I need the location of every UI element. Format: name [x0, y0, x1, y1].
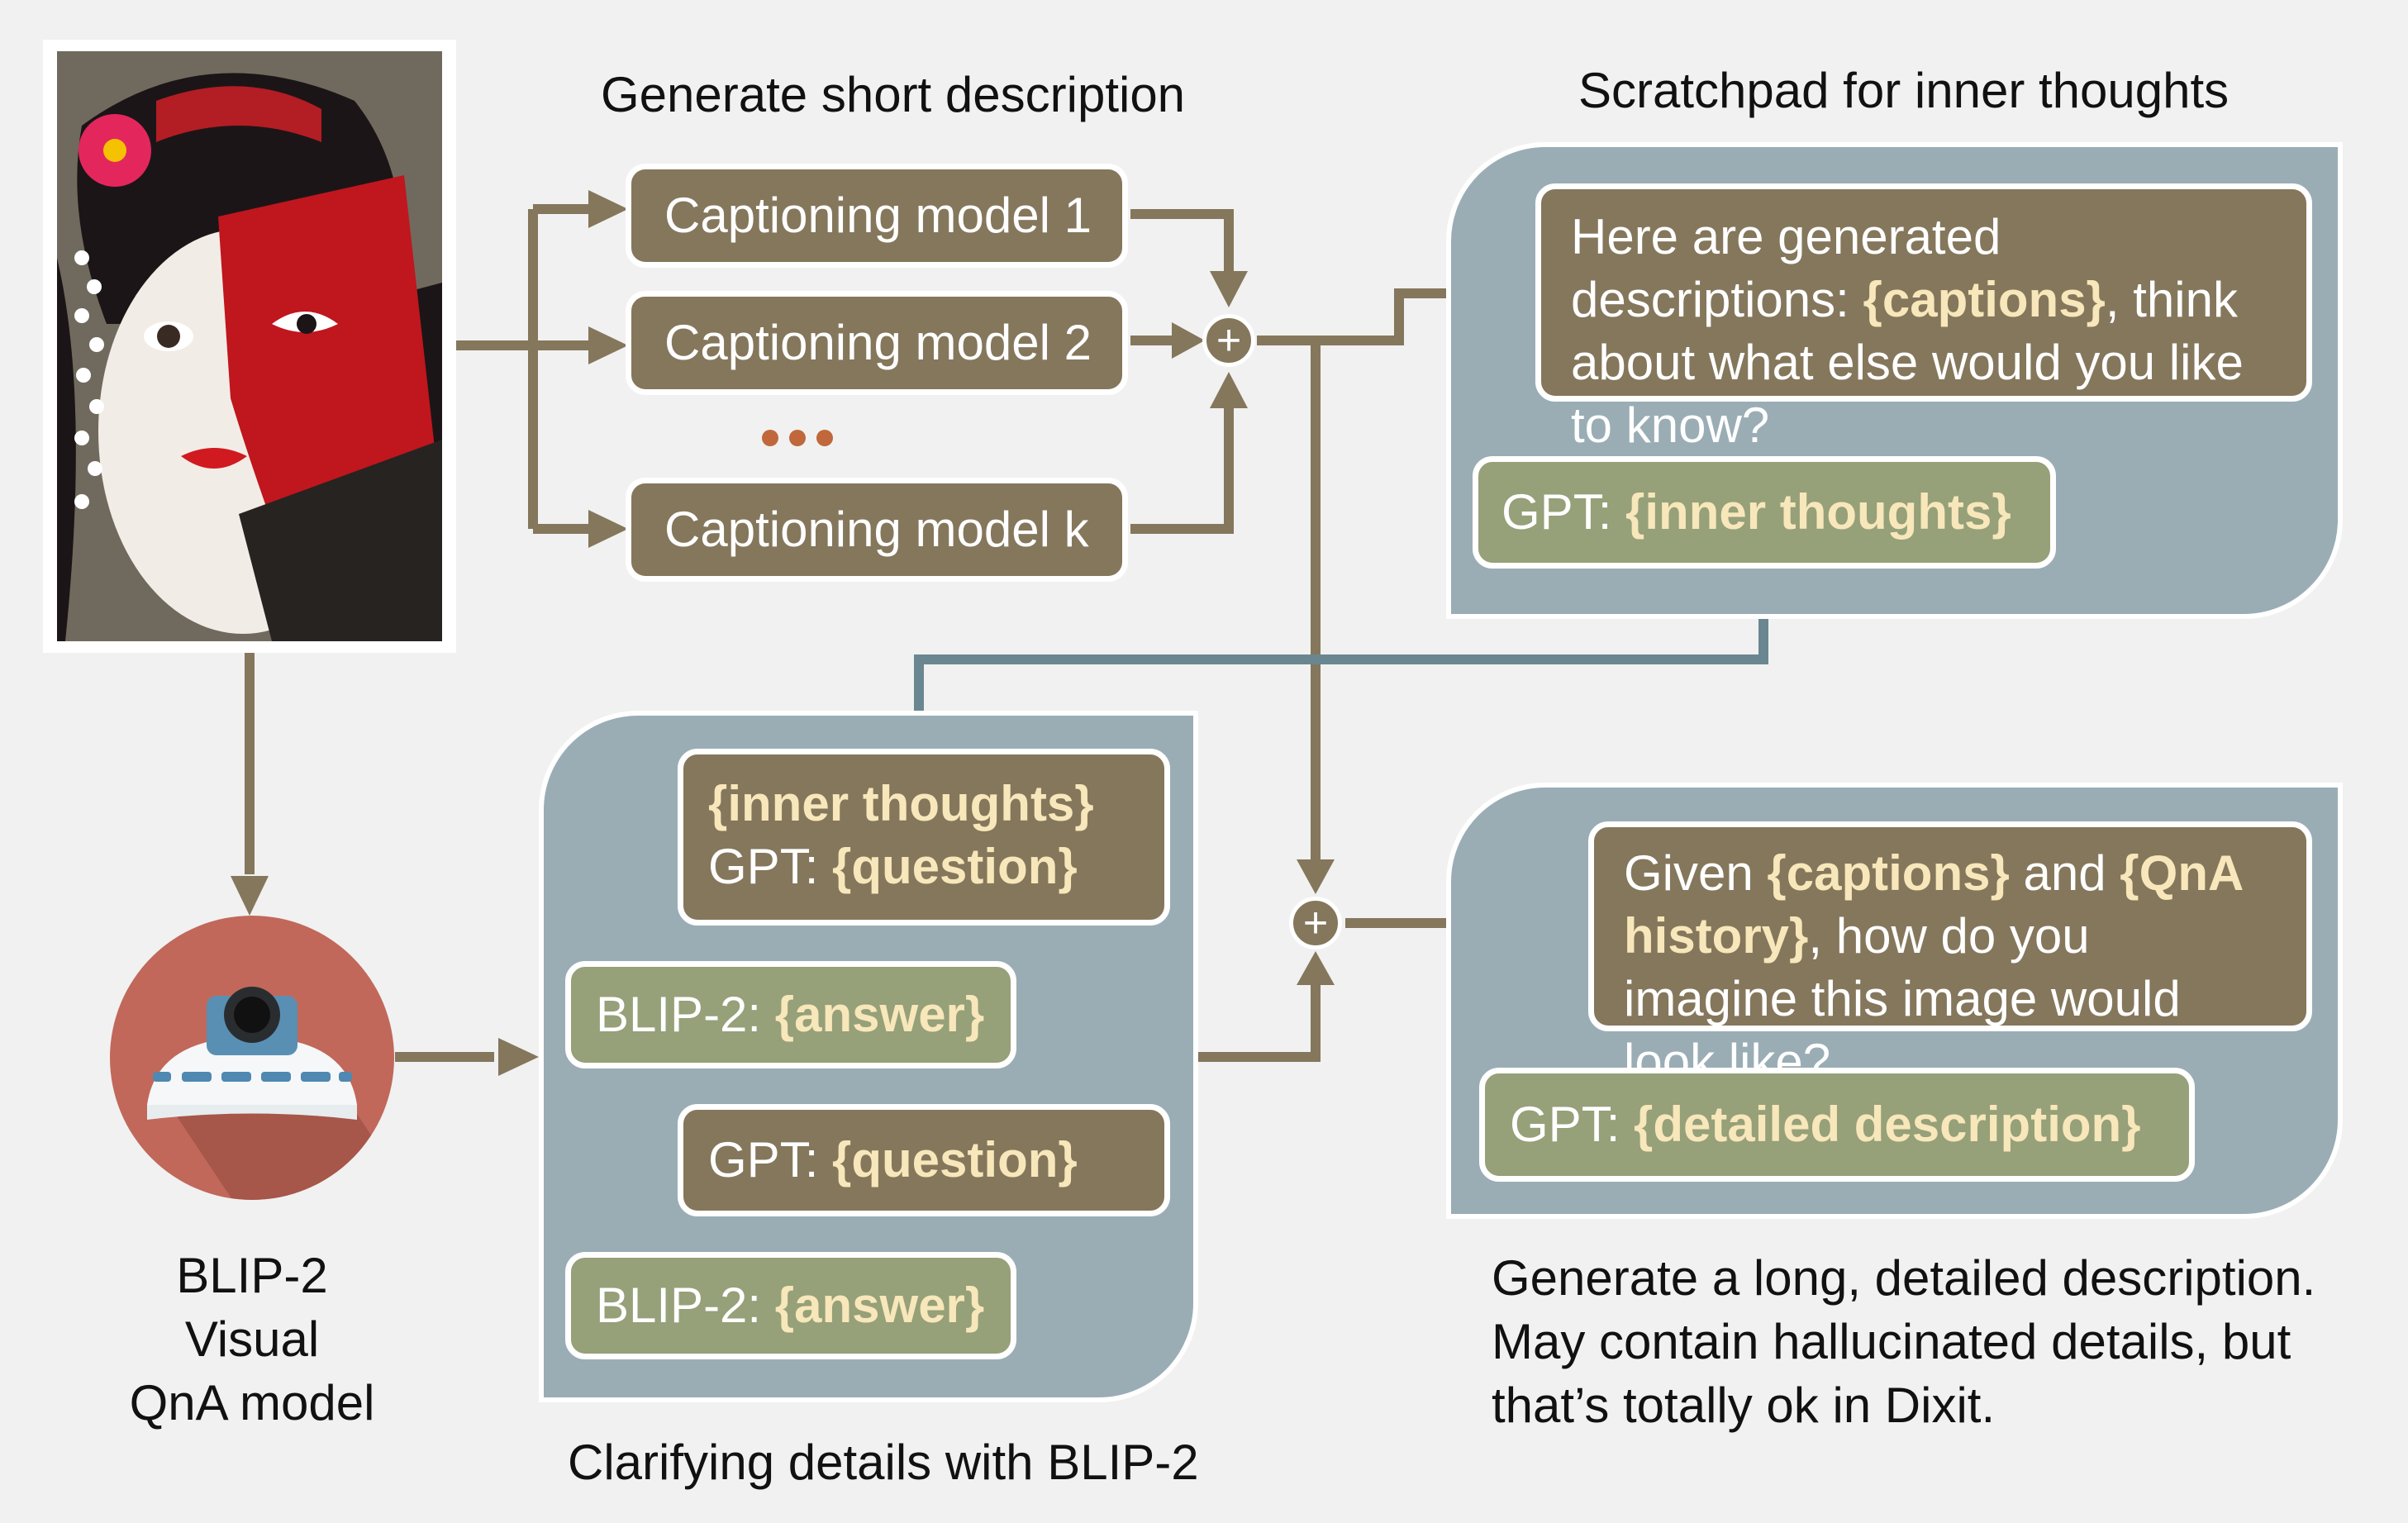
final-prompt-text-1: Given	[1624, 845, 1768, 901]
answer-token: {answer}	[774, 1278, 985, 1333]
blip-answer-box-2: BLIP-2: {answer}	[565, 1252, 1016, 1359]
scratchpad-prompt-text-1: Here are generated descriptions:	[1571, 209, 2001, 327]
blip-model-label: BLIP-2 Visual QnA model	[107, 1244, 397, 1435]
note-line-2: May contain hallucinated details, but	[1492, 1314, 2291, 1369]
heading-clarifying-details: Clarifying details with BLIP-2	[568, 1435, 1199, 1490]
captioning-model-2-box: Captioning model 2	[626, 291, 1128, 395]
qa-panel-to-plus-arrow	[1196, 980, 1321, 1062]
question-token: {question}	[832, 1132, 1078, 1187]
detailed-description-token: {detailed description}	[1634, 1097, 2141, 1152]
caption1-to-plus-arrow	[1130, 209, 1234, 274]
final-prompt-text-2: and	[2009, 845, 2120, 901]
blip-model-label-line-1: BLIP-2 Visual	[176, 1248, 328, 1367]
arrowhead	[1297, 951, 1335, 985]
combine-plus-icon-2: +	[1289, 897, 1342, 949]
scratchpad-prompt-box: Here are generated descriptions: {captio…	[1535, 183, 2312, 453]
arrowhead	[1210, 372, 1248, 408]
arrowhead	[1210, 271, 1248, 307]
captions-token: {captions}	[1863, 272, 2106, 327]
gpt-inner-thoughts-box: GPT: {inner thoughts}	[1473, 456, 2056, 569]
painted-geisha-image	[57, 51, 442, 641]
input-image-frame	[43, 40, 456, 653]
final-prompt-box: Given {captions} and {QnA history}, how …	[1588, 821, 2312, 1089]
note-line-1: Generate a long, detailed description.	[1492, 1250, 2316, 1306]
captioning-model-1-box: Captioning model 1	[626, 164, 1128, 268]
blip-prefix: BLIP-2:	[596, 987, 775, 1042]
image-to-captioners-arrow	[442, 204, 588, 534]
gpt-prefix: GPT:	[1510, 1097, 1635, 1152]
arrowhead	[1172, 322, 1205, 359]
heading-generate-short-description: Generate short description	[601, 67, 1186, 122]
long-description-note: Generate a long, detailed description. M…	[1492, 1246, 2384, 1437]
inner-thoughts-token: {inner thoughts}	[1625, 484, 2011, 540]
arrowhead	[588, 326, 628, 364]
inner-thoughts-token-2: {inner thoughts}	[708, 776, 1094, 831]
gpt-detailed-description-box: GPT: {detailed description}	[1479, 1068, 2195, 1182]
arrowhead	[588, 510, 628, 548]
note-line-3: that’s totally ok in Dixit.	[1492, 1378, 1996, 1433]
arrowhead	[231, 876, 269, 916]
scratchpad-prompt-text-2: , think about what else would you like t…	[1571, 272, 2244, 453]
heading-scratchpad: Scratchpad for inner thoughts	[1578, 63, 2230, 118]
gpt-question-box-2: GPT: {question}	[678, 1104, 1170, 1216]
inner-thoughts-question-box: {inner thoughts} GPT: {question}	[678, 749, 1170, 926]
gpt-prefix: GPT:	[708, 1132, 833, 1187]
robot-droid-icon	[110, 916, 394, 1200]
blip-model-label-line-2: QnA model	[129, 1375, 375, 1430]
gpt-prefix: GPT:	[708, 839, 833, 894]
ellipsis	[762, 430, 836, 446]
blip-answer-box-1: BLIP-2: {answer}	[565, 961, 1016, 1068]
arrowhead	[588, 190, 628, 228]
captioning-model-k-box: Captioning model k	[626, 478, 1128, 582]
question-token: {question}	[832, 839, 1078, 894]
combine-plus-icon: +	[1202, 314, 1255, 367]
captionk-to-plus-arrow	[1130, 405, 1234, 534]
qna-history-token: {QnA history}	[1624, 845, 2243, 964]
gpt-question-line: GPT: {question}	[708, 835, 1140, 898]
arrowhead	[498, 1038, 539, 1076]
blip-prefix: BLIP-2:	[596, 1278, 775, 1333]
final-prompt-text-3: , how do you imagine this image would lo…	[1624, 908, 2181, 1089]
captions-token: {captions}	[1767, 845, 2010, 901]
arrowhead	[1297, 859, 1335, 894]
plus-to-scratchpad-arrow	[1257, 288, 1492, 345]
answer-token: {answer}	[774, 987, 985, 1042]
gpt-prefix: GPT:	[1501, 484, 1626, 540]
